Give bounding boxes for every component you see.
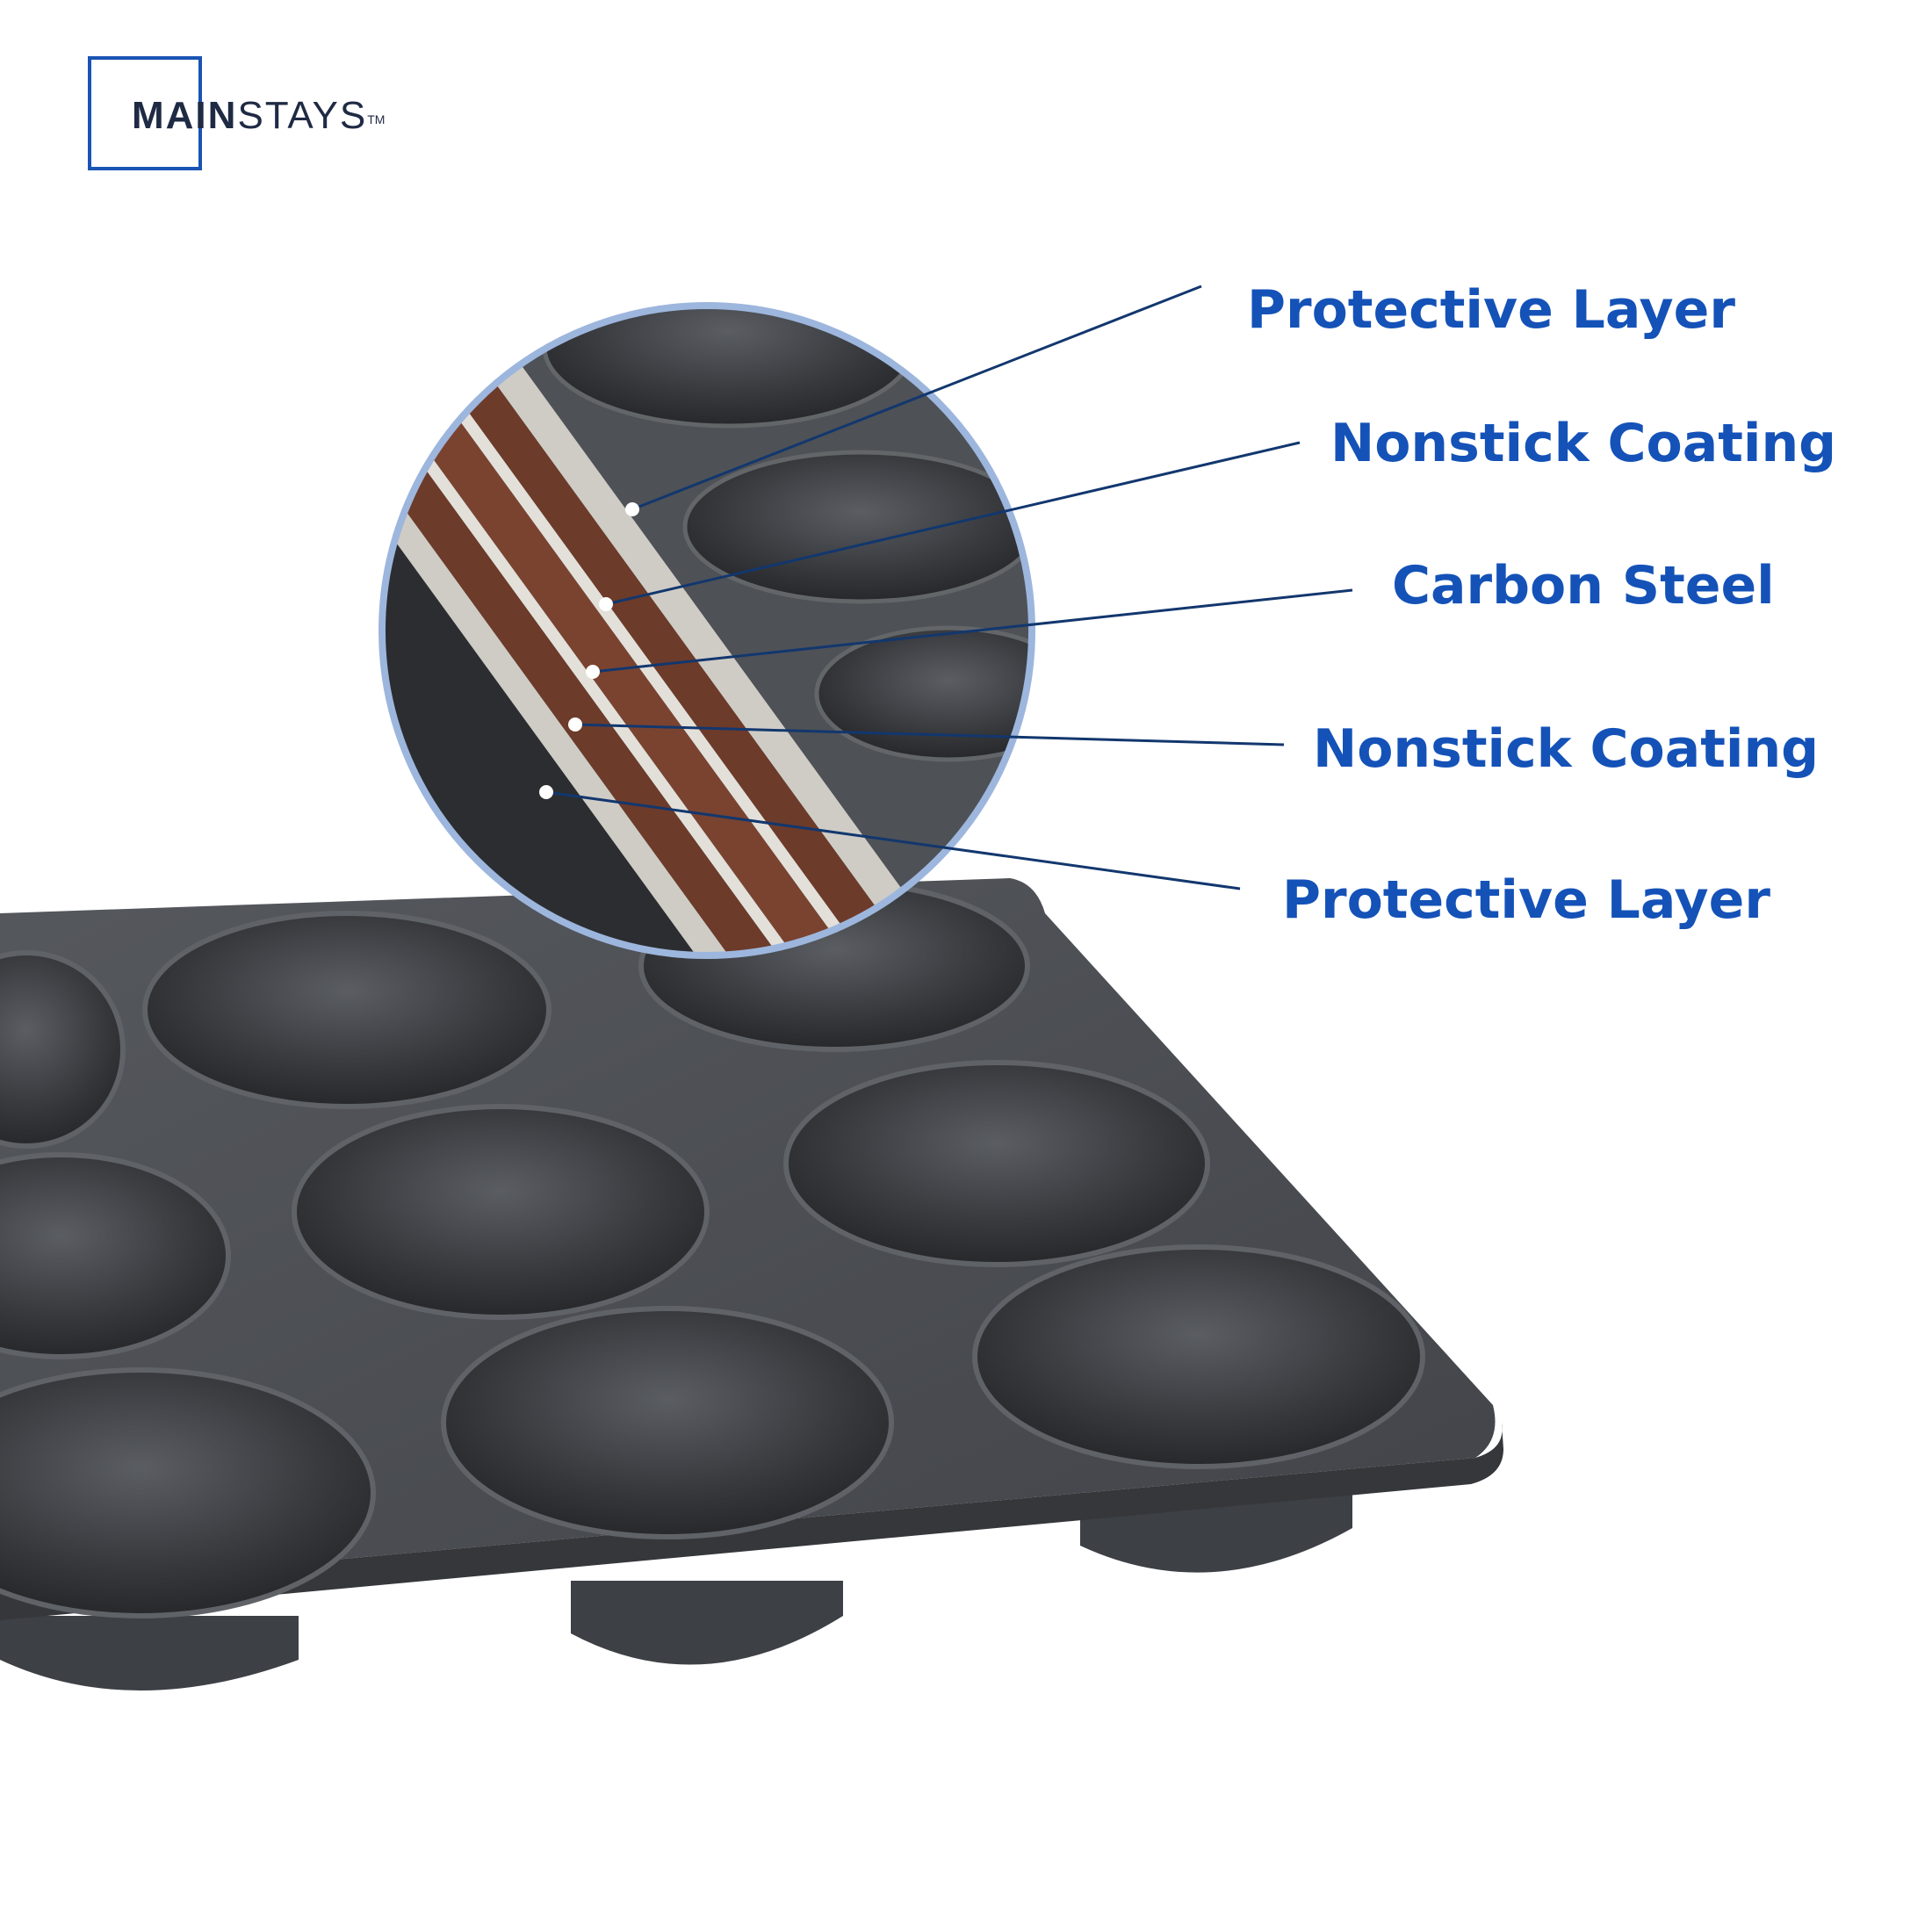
callout-label-protective-layer-bottom: Protective Layer [1282, 869, 1770, 931]
trademark-mark: TM [367, 112, 386, 126]
callout-label-carbon-steel: Carbon Steel [1392, 555, 1775, 616]
leader-line-3 [592, 588, 1353, 674]
leader-line-5 [545, 790, 1241, 890]
brand-name-light: STAYS [237, 94, 368, 137]
leader-lines [545, 285, 1353, 890]
callout-label-nonstick-coating-bottom: Nonstick Coating [1313, 718, 1820, 780]
leader-line-2 [605, 441, 1301, 606]
leader-line-1 [631, 285, 1202, 511]
magnifier-circle-icon [378, 302, 1035, 959]
logo-frame [88, 56, 202, 170]
dot-marker-icon [539, 785, 553, 799]
brand-name-bold: MAIN [132, 94, 238, 137]
callout-label-protective-layer-top: Protective Layer [1247, 279, 1735, 341]
dot-marker-icon [568, 717, 582, 732]
dot-marker-icon [599, 597, 613, 611]
brand-logo: MAINSTAYSTM [132, 93, 385, 139]
dot-marker-icon [625, 502, 639, 516]
dot-marker-icon [586, 665, 600, 679]
callout-label-nonstick-coating-top: Nonstick Coating [1330, 413, 1837, 474]
muffin-pan [0, 878, 1503, 1690]
leader-line-4 [574, 723, 1285, 746]
dot-markers [539, 502, 639, 799]
